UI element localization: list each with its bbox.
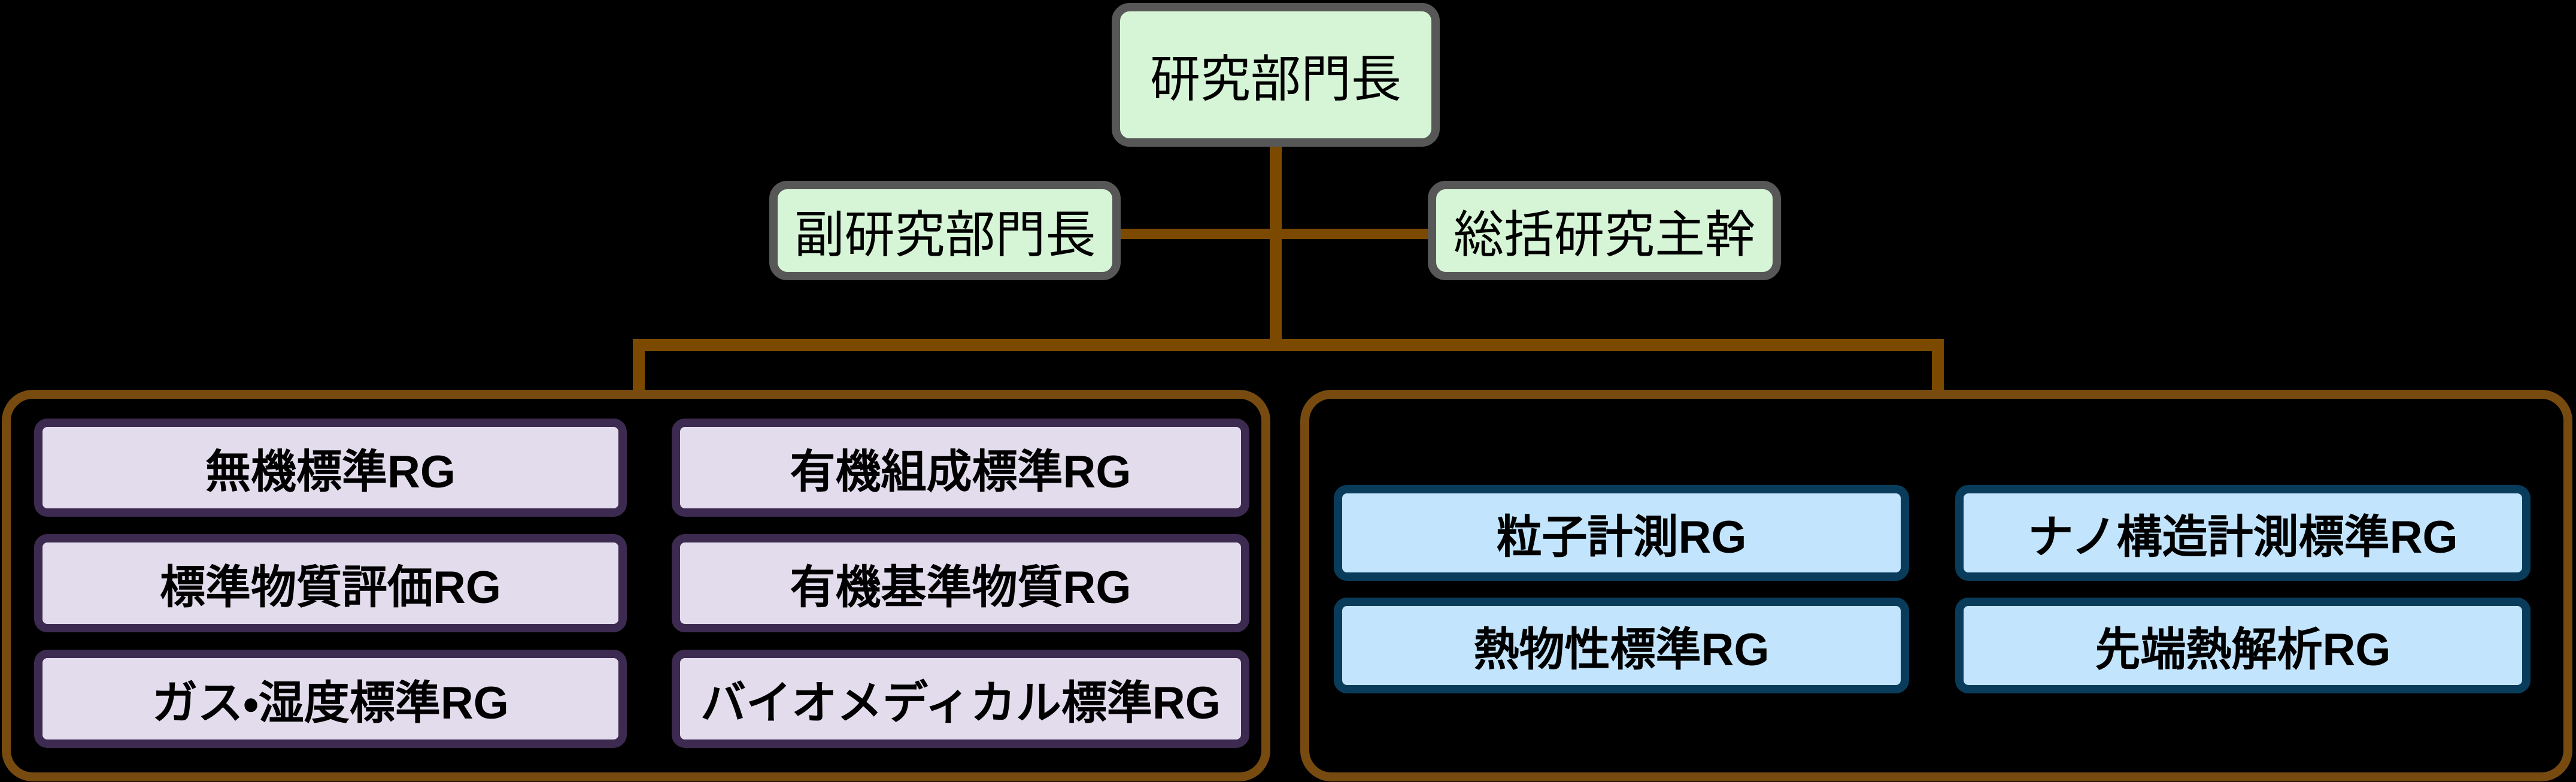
rg-box-gas-humidity-standards: ガス・湿度標準RG [34,650,627,748]
node-research-department-head: 研究部門長 [1112,3,1440,147]
rg-box-advanced-thermal-analysis: 先端熱解析RG [1955,598,2531,693]
rg-box-reference-material-evaluation: 標準物質評価RG [34,534,627,632]
left-rg-grid: 無機標準RG 有機組成標準RG 標準物質評価RG 有機基準物質RG ガス・湿度標… [34,419,1249,748]
connector-drop-right [1932,351,1944,393]
right-rg-group-frame [1300,390,2572,781]
rg-box-particle-measurement: 粒子計測RG [1334,485,1909,581]
rg-box-nanostructure-measurement-standards: ナノ構造計測標準RG [1955,485,2531,581]
rg-box-inorganic-standards: 無機標準RG [34,419,627,517]
connector-trunk [1270,146,1282,351]
connector-deputy-chief [1119,229,1430,239]
connector-branch [633,339,1944,351]
node-general-research-manager: 総括研究主幹 [1428,181,1781,280]
right-rg-grid: 粒子計測RG ナノ構造計測標準RG 熱物性標準RG 先端熱解析RG [1334,485,2531,693]
left-rg-group-frame [2,390,1270,781]
rg-box-organic-composition-standards: 有機組成標準RG [672,419,1249,517]
connector-drop-left [633,351,645,393]
node-deputy-research-department-head: 副研究部門長 [769,181,1121,280]
rg-box-thermophysical-property-standards: 熱物性標準RG [1334,598,1909,693]
rg-box-biomedical-standards: バイオメディカル標準RG [672,650,1249,748]
rg-box-organic-primary-reference-materials: 有機基準物質RG [672,534,1249,632]
